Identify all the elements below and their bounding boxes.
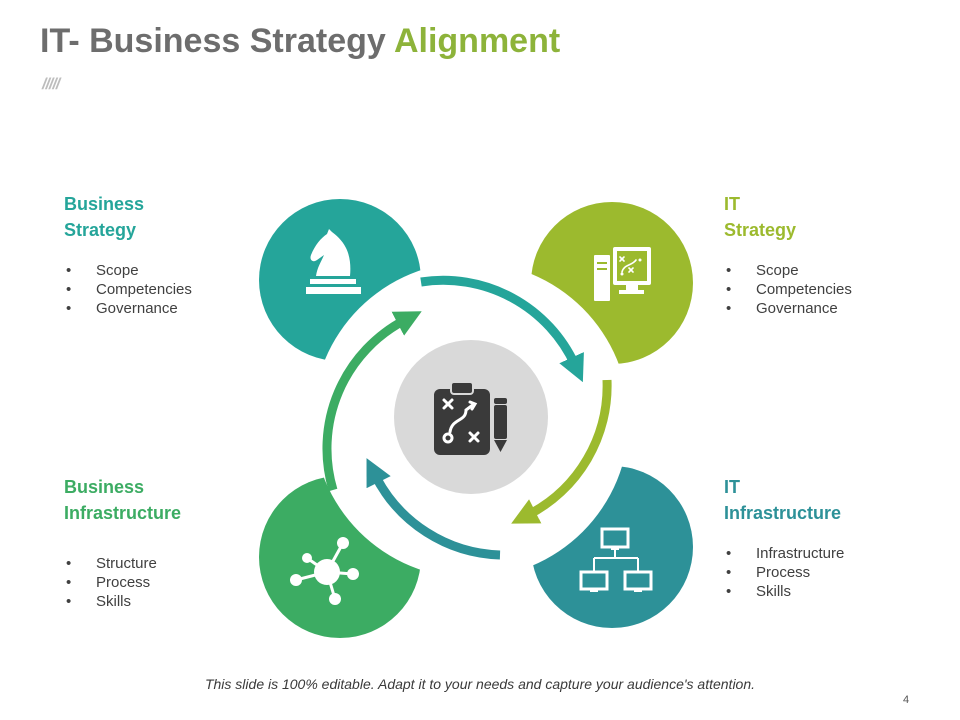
list-item: Process [724, 563, 844, 582]
list-item: Competencies [64, 280, 192, 299]
it-strategy-block: IT Strategy Scope Competencies Governanc… [724, 191, 852, 318]
arrow-lime [511, 379, 612, 524]
computer-network-icon [579, 527, 653, 592]
title-decoration: ///// [42, 76, 60, 93]
list-item: Structure [64, 554, 181, 573]
business-infrastructure-block: Business Infrastructure Structure Proces… [64, 474, 181, 611]
arrow-green [322, 311, 422, 492]
arrow-teal [420, 275, 584, 383]
page-number: 4 [903, 694, 910, 706]
business-strategy-block: Business Strategy Scope Competencies Gov… [64, 191, 192, 318]
business-infrastructure-list: Structure Process Skills [64, 554, 181, 611]
network-hub-icon [290, 537, 359, 605]
list-item: Process [64, 573, 181, 592]
list-item: Infrastructure [724, 544, 844, 563]
footer-note: This slide is 100% editable. Adapt it to… [204, 676, 756, 692]
it-infrastructure-block: IT Infrastructure Infrastructure Process… [724, 474, 844, 601]
title-part-1: IT- Business Strategy [40, 22, 394, 60]
list-item: Scope [724, 261, 852, 280]
title-part-2: Alignment [393, 22, 561, 60]
business-strategy-list: Scope Competencies Governance [64, 261, 192, 318]
it-infrastructure-heading: IT Infrastructure [724, 477, 842, 523]
list-item: Skills [64, 592, 181, 611]
chess-knight-icon [306, 229, 361, 294]
it-strategy-heading: IT Strategy [724, 194, 797, 240]
it-infrastructure-list: Infrastructure Process Skills [724, 544, 844, 601]
list-item: Competencies [724, 280, 852, 299]
arrow-dark-teal [366, 458, 501, 560]
strategy-clipboard-icon [434, 381, 507, 455]
list-item: Scope [64, 261, 192, 280]
list-item: Skills [724, 582, 844, 601]
computer-strategy-icon [594, 247, 651, 301]
business-strategy-heading: Business Strategy [64, 194, 145, 240]
list-item: Governance [724, 299, 852, 318]
page-title: IT- Business Strategy Alignment [40, 22, 560, 61]
list-item: Governance [64, 299, 192, 318]
it-strategy-list: Scope Competencies Governance [724, 261, 852, 318]
business-infrastructure-heading: Business Infrastructure [64, 477, 182, 523]
